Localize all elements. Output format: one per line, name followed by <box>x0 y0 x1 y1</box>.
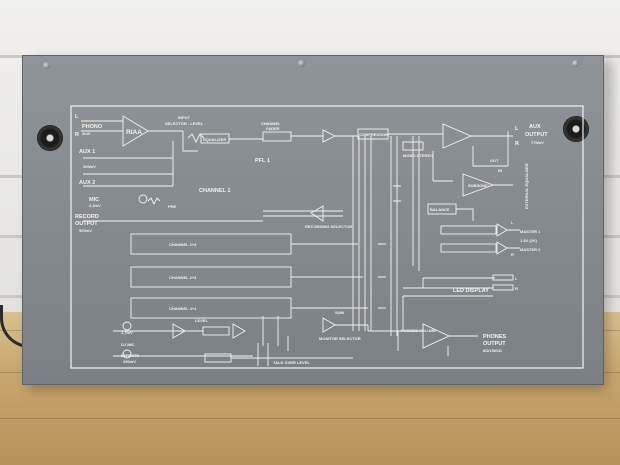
phono-l-label: L <box>75 114 79 120</box>
master-level: 1.5V (2V) <box>520 238 538 243</box>
effects-label: EFFECTS <box>121 353 140 358</box>
mounting-screw-icon <box>298 60 305 67</box>
monitor-selector-label: MONITOR SELECTOR <box>319 336 361 341</box>
channel41-label: CHANNEL 4+1 <box>169 306 197 311</box>
mono-stereo-label: MONO-STEREO <box>403 153 433 158</box>
channel1-label: CHANNEL 1 <box>199 188 230 194</box>
mic-label: MIC <box>89 197 99 203</box>
input-label: INPUT <box>178 115 191 120</box>
led-l-label: L <box>515 276 518 281</box>
phones-output-label: PHONES <box>483 334 507 340</box>
aux-l-label: L <box>515 126 519 132</box>
led-r-label: R <box>515 286 518 291</box>
equalizer-label: EQUALIZER <box>203 137 226 142</box>
rubber-foot-knob-icon <box>563 116 589 142</box>
master-l-label: L <box>511 220 514 225</box>
rubber-foot-knob-icon <box>37 125 63 151</box>
pre-label: PRE <box>168 204 177 209</box>
aux-r-label: R <box>515 141 519 147</box>
in-label: IN <box>498 168 502 173</box>
master2-label: MASTER 2 <box>520 247 541 252</box>
master-r-label: R <box>511 252 514 257</box>
record-label: RECORD <box>75 214 99 220</box>
sum-label: SUM <box>335 310 345 315</box>
floor-grain <box>0 418 620 419</box>
phono-label: PHONO <box>82 124 103 130</box>
phones-output-impedance: 8Ω/1500Ω <box>483 348 502 353</box>
recording-selector-label: RECORDING SELECTOR <box>305 224 352 229</box>
out-label: OUT <box>490 158 499 163</box>
aux1-label: AUX 1 <box>79 149 95 155</box>
aux-output-label: AUX <box>529 124 541 130</box>
dj-mic-label: DJ MIC <box>121 342 135 347</box>
channel-fader-label-2: FADER <box>266 126 280 131</box>
level-label: LEVEL <box>195 318 208 323</box>
channel23-label: CHANNEL 2+3 <box>169 242 197 247</box>
subsonic-label: SUBSONIC <box>468 183 489 188</box>
mounting-screw-icon <box>572 60 579 67</box>
phones-volume-label: PHONES VOLUME <box>401 328 436 333</box>
record-output-label: OUTPUT <box>75 221 98 227</box>
compressor-label: COMPRESSOR <box>359 132 388 137</box>
input-selector-label: SELECTOR - LEVEL <box>165 121 204 126</box>
phones-output-label-2: OUTPUT <box>483 341 506 347</box>
aux-output-label-2: OUTPUT <box>525 132 548 138</box>
master1-label: MASTER 1 <box>520 229 541 234</box>
effects-level: 250mV <box>123 359 136 364</box>
channel-fader-label: CHANNEL <box>261 121 281 126</box>
mounting-screw-icon <box>43 62 50 69</box>
block-diagram: L R PHONO 3mV RIAA INPUT SELECTOR - LEVE… <box>70 105 584 369</box>
mixer-bottom-panel: L R PHONO 3mV RIAA INPUT SELECTOR - LEVE… <box>22 55 604 385</box>
balance-label: BALANCE <box>430 207 450 212</box>
dj-mic-level: 1,7mV <box>121 330 133 335</box>
aux2-label: AUX 2 <box>79 180 95 186</box>
phono-r-label: R <box>75 132 79 138</box>
pfl-label: PFL 1 <box>255 158 270 164</box>
aux1-level: 300mV <box>83 164 96 169</box>
phono-level: 3mV <box>82 131 91 136</box>
channel24-label: CHANNEL 2+4 <box>169 275 197 280</box>
riaa-label: RIAA <box>126 129 142 136</box>
talk-over-label: TALK OVER LEVEL <box>273 360 310 365</box>
led-display-label: LED DISPLAY <box>453 288 489 294</box>
record-level: 500mV <box>79 228 92 233</box>
external-equalizer-label: EXTERNAL EQUALIZER <box>524 163 529 209</box>
mic-level: 2,4mV <box>89 203 101 208</box>
aux-output-level: 770mV <box>531 140 544 145</box>
